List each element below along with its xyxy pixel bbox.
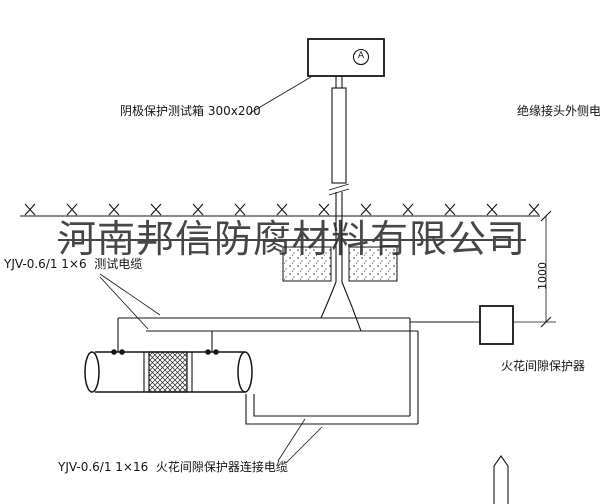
dimension-line [513, 210, 556, 328]
conduit [328, 76, 350, 282]
spark-gap-protector-box [479, 305, 514, 345]
insulating-joint [148, 351, 188, 393]
label-spark-gap-protector: 火花间隙保护器 [501, 359, 586, 373]
terminal-a-label: A [357, 51, 365, 61]
test-box [307, 38, 385, 77]
label-test-cable: YJV-0.6/1 1×6 测试电缆 [4, 257, 143, 271]
connection-cable-leaders [277, 418, 323, 464]
test-cable-leaders [99, 273, 161, 330]
concrete-block-left [282, 246, 332, 282]
label-connection-cable: YJV-0.6/1 1×16 火花间隙保护器连接电缆 [58, 460, 288, 474]
pipeline [84, 349, 253, 393]
pipe-section-symbol [493, 455, 509, 504]
pipe-end-cap-left [84, 351, 100, 393]
watermark-text: 河南邦信防腐材料有限公司 [58, 217, 527, 261]
protector-cable-loop [245, 394, 418, 425]
cable-runs [117, 281, 480, 425]
pipe-end-cap-right [237, 351, 253, 393]
terminal-circle [352, 48, 370, 66]
label-insulating-joint-outer-cable: 绝缘接头外侧电缆 [517, 104, 600, 118]
test-box-leader [249, 76, 312, 114]
label-test-box: 阴极保护测试箱 300x200 [120, 104, 261, 118]
concrete-block-right [348, 246, 398, 282]
concrete-blocks [282, 246, 398, 282]
dimension-1000-text: 1000 [536, 262, 549, 290]
cadweld-dots [111, 349, 219, 355]
